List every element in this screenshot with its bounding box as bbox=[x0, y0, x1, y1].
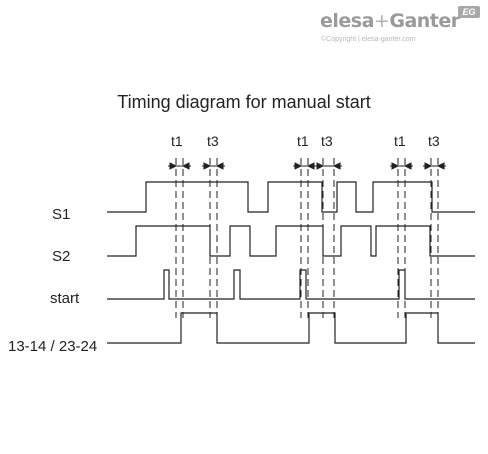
interval-arrow-t3 bbox=[202, 162, 225, 170]
interval-arrow-t1 bbox=[168, 162, 191, 170]
interval-arrow-t1 bbox=[293, 162, 316, 170]
logo-brand-a: elesa bbox=[320, 10, 374, 32]
waveform-start bbox=[107, 269, 475, 300]
logo-plus: + bbox=[373, 10, 390, 32]
logo-brand: elesa+Ganter bbox=[320, 10, 460, 32]
marker-label-t1: t1 bbox=[171, 133, 183, 149]
marker-label-t1: t1 bbox=[394, 133, 406, 149]
interval-arrow-t3 bbox=[315, 162, 342, 170]
logo-brand-b: Ganter bbox=[389, 10, 460, 32]
interval-arrow-t1 bbox=[390, 162, 413, 170]
marker-label-t3: t3 bbox=[207, 133, 219, 149]
signal-label-s1: S1 bbox=[52, 206, 70, 223]
waveform-s2 bbox=[107, 225, 475, 257]
signal-label-start: start bbox=[50, 290, 80, 307]
elesa-ganter-logo: elesa+Ganter EG ©Copyright | elesa-gante… bbox=[320, 6, 485, 48]
diagram-title: Timing diagram for manual start bbox=[117, 92, 371, 112]
marker-label-t3: t3 bbox=[321, 133, 333, 149]
waveform-output bbox=[107, 312, 475, 344]
signal-label-output: 13-14 / 23-24 bbox=[8, 338, 97, 355]
signal-label-s2: S2 bbox=[52, 248, 70, 265]
logo-badge: EG bbox=[458, 6, 480, 18]
interval-arrow-t3 bbox=[423, 162, 446, 170]
marker-label-t3: t3 bbox=[428, 133, 440, 149]
logo-copyright: ©Copyright | elesa-ganter.com bbox=[321, 36, 416, 43]
waveform-s1 bbox=[107, 181, 475, 213]
marker-label-t1: t1 bbox=[297, 133, 309, 149]
